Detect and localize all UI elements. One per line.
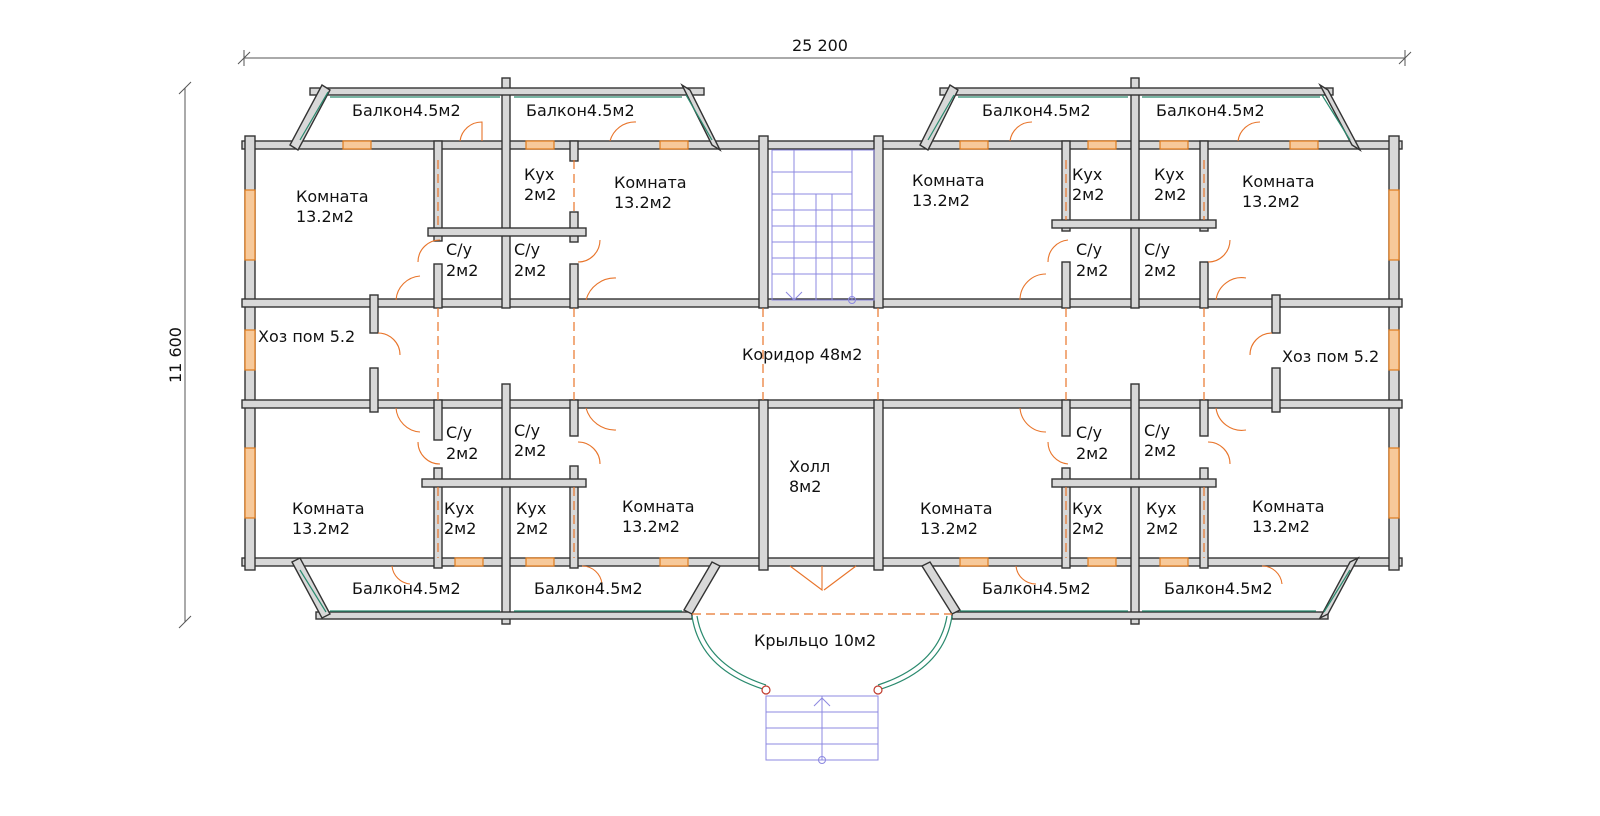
kitchen-area: 2м2: [1146, 519, 1178, 538]
stairs-exterior: [765, 695, 879, 764]
kitchen-area: 2м2: [1072, 519, 1104, 538]
doors: [377, 121, 1283, 592]
balcony-label: Балкон4.5м2: [526, 101, 635, 120]
storage-right-label: Хоз пом 5.2: [1282, 347, 1379, 366]
room-labels: Комната 13.2м2 Комната 13.2м2 Комната 13…: [258, 101, 1379, 650]
kitchen-area: 2м2: [524, 185, 556, 204]
balconies-bottom: [291, 556, 1360, 620]
room-area-bottom-right-2: 13.2м2: [1252, 517, 1310, 536]
porch: [691, 613, 953, 695]
kitchen-label: Кух: [1072, 499, 1102, 518]
bathroom-area: 2м2: [1076, 444, 1108, 463]
room-area-bottom-left: 13.2м2: [292, 519, 350, 538]
bathroom-area: 2м2: [446, 261, 478, 280]
kitchen-label: Кух: [524, 165, 554, 184]
room-area-top-right-1: 13.2м2: [912, 191, 970, 210]
kitchen-label: Кух: [1072, 165, 1102, 184]
bathroom-label: С/у: [514, 421, 540, 440]
kitchen-area: 2м2: [516, 519, 548, 538]
kitchen-label: Кух: [516, 499, 546, 518]
dimension-lines: [178, 50, 1412, 629]
kitchen-area: 2м2: [1072, 185, 1104, 204]
bathroom-area: 2м2: [1076, 261, 1108, 280]
kitchen-label: Кух: [444, 499, 474, 518]
room-area-top-left: 13.2м2: [296, 207, 354, 226]
bathroom-label: С/у: [514, 240, 540, 259]
bathroom-area: 2м2: [446, 444, 478, 463]
bathroom-area: 2м2: [514, 261, 546, 280]
room-label-bottom-right-2: Комната: [1252, 497, 1325, 516]
kitchen-label: Кух: [1154, 165, 1184, 184]
room-label-top-center: Комната: [614, 173, 687, 192]
kitchen-area: 2м2: [1154, 185, 1186, 204]
bathroom-area: 2м2: [514, 441, 546, 460]
room-label-bottom-left: Комната: [292, 499, 365, 518]
hall-area: 8м2: [789, 477, 821, 496]
bathroom-label: С/у: [446, 240, 472, 259]
storage-left-label: Хоз пом 5.2: [258, 327, 355, 346]
room-area-bottom-right-1: 13.2м2: [920, 519, 978, 538]
room-area-top-center: 13.2м2: [614, 193, 672, 212]
kitchen-label: Кух: [1146, 499, 1176, 518]
height-dimension: 11 600: [166, 327, 185, 383]
hall-label: Холл: [789, 457, 830, 476]
balcony-label: Балкон4.5м2: [982, 101, 1091, 120]
corridor-label: Коридор 48м2: [742, 345, 862, 364]
balcony-label: Балкон4.5м2: [352, 579, 461, 598]
balconies-top: [289, 83, 1362, 152]
bathroom-area: 2м2: [1144, 441, 1176, 460]
balcony-label: Балкон4.5м2: [1156, 101, 1265, 120]
openings-dashed: [437, 160, 1205, 558]
windows: [244, 140, 1400, 567]
bathroom-area: 2м2: [1144, 261, 1176, 280]
balcony-label: Балкон4.5м2: [1164, 579, 1273, 598]
room-label-top-right-1: Комната: [912, 171, 985, 190]
room-area-bottom-center: 13.2м2: [622, 517, 680, 536]
balcony-label: Балкон4.5м2: [982, 579, 1091, 598]
width-dimension: 25 200: [792, 36, 848, 55]
bathroom-label: С/у: [1076, 423, 1102, 442]
stairs-interior: [771, 149, 875, 304]
balcony-label: Балкон4.5м2: [352, 101, 461, 120]
bathroom-label: С/у: [1144, 421, 1170, 440]
room-area-top-right-2: 13.2м2: [1242, 192, 1300, 211]
room-label-bottom-right-1: Комната: [920, 499, 993, 518]
kitchen-area: 2м2: [444, 519, 476, 538]
porch-label: Крыльцо 10м2: [754, 631, 876, 650]
bathroom-label: С/у: [446, 423, 472, 442]
bathroom-label: С/у: [1144, 240, 1170, 259]
bathroom-label: С/у: [1076, 240, 1102, 259]
balcony-label: Балкон4.5м2: [534, 579, 643, 598]
room-label-top-left: Комната: [296, 187, 369, 206]
room-label-bottom-center: Комната: [622, 497, 695, 516]
room-label-top-right-2: Комната: [1242, 172, 1315, 191]
